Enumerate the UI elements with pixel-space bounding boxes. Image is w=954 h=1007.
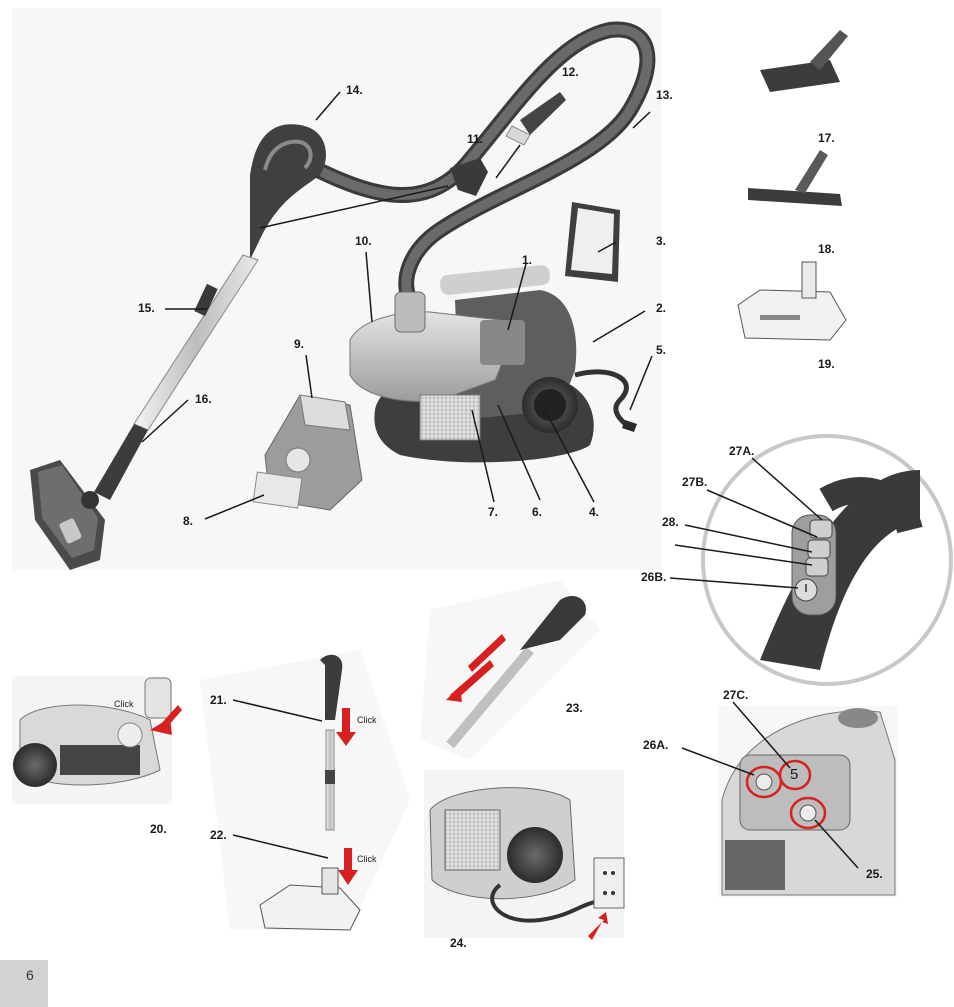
leader-lines-zoom	[669, 457, 823, 589]
fig23-adjust-tube	[420, 580, 600, 760]
handle-zoom	[701, 434, 953, 686]
fig21-22-wand	[200, 650, 410, 931]
label-19: 19.	[818, 357, 835, 371]
brush-nozzle	[505, 92, 566, 146]
leader-lines-panel	[681, 701, 859, 869]
label-26a: 26A.	[643, 738, 669, 752]
label-23: 23.	[566, 701, 583, 715]
label-14: 14.	[346, 83, 363, 97]
label-25: 25.	[866, 867, 883, 881]
label-27c: 27C.	[723, 688, 749, 702]
combination-nozzle	[748, 150, 842, 206]
dust-bag	[252, 394, 363, 511]
label-13: 13.	[656, 88, 673, 102]
label-21: 21.	[210, 693, 227, 707]
floor-nozzle	[30, 460, 105, 570]
label-18: 18.	[818, 242, 835, 256]
label-22: 22.	[210, 828, 227, 842]
label-7: 7.	[488, 505, 499, 519]
power-nozzle	[737, 261, 847, 341]
label-8: 8.	[183, 514, 194, 528]
hose	[310, 21, 656, 308]
click-label-fig20: Click	[114, 699, 134, 709]
parquet-nozzle	[760, 30, 848, 92]
vacuum-body	[349, 265, 637, 463]
label-24: 24.	[450, 936, 467, 950]
leader-lines-main	[141, 91, 653, 520]
label-10: 10.	[355, 234, 372, 248]
filter	[565, 202, 620, 282]
label-2: 2.	[656, 301, 667, 315]
label-11: 11.	[467, 132, 484, 146]
fig25-control-panel	[718, 706, 898, 898]
label-4: 4.	[589, 505, 600, 519]
label-28: 28.	[662, 515, 679, 529]
label-27b: 27B.	[682, 475, 708, 489]
click-label-fig21: Click	[357, 715, 377, 725]
label-9: 9.	[294, 337, 305, 351]
label-17: 17.	[818, 131, 835, 145]
tool-holder	[450, 158, 488, 196]
handle-and-wand	[94, 124, 326, 500]
label-15: 15.	[138, 301, 155, 315]
label-16: 16.	[195, 392, 212, 406]
label-26b: 26B.	[641, 570, 667, 584]
label-12: 12.	[562, 65, 579, 79]
label-1: 1.	[522, 253, 533, 267]
click-label-fig22: Click	[357, 854, 377, 864]
power-display-digit: 5	[790, 766, 799, 783]
page-number: 6	[26, 967, 34, 983]
label-20: 20.	[150, 822, 167, 836]
page-number-box: 6	[0, 960, 48, 1007]
fig24-plug-in	[424, 770, 625, 940]
fig20-attach-hose	[12, 676, 182, 804]
label-6: 6.	[532, 505, 543, 519]
label-27a: 27A.	[729, 444, 755, 458]
label-3: 3.	[656, 234, 667, 248]
leader-lines-wand	[232, 699, 329, 859]
label-5: 5.	[656, 343, 667, 357]
